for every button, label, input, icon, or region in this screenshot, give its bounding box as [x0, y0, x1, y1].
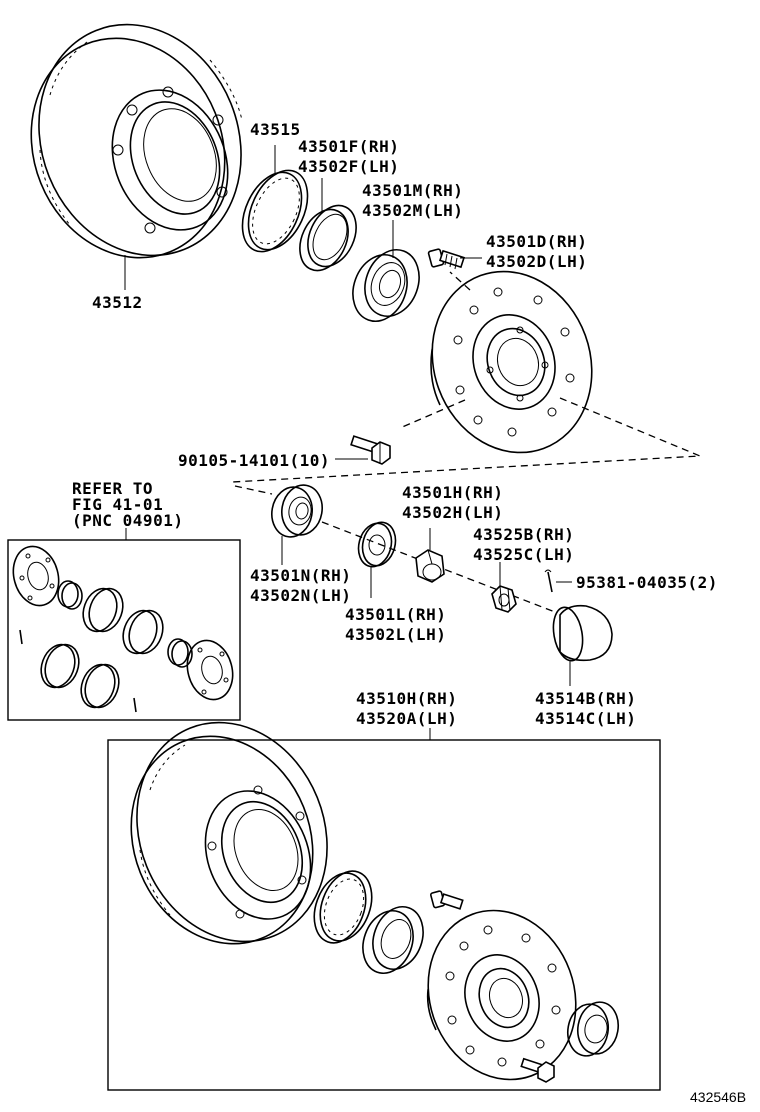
inner-bearing-bottom — [362, 906, 424, 974]
label-oil-seal: 43515 — [250, 120, 301, 139]
wheel-hub-top — [430, 270, 593, 454]
label-hub-bolt-lh: 43502D(LH) — [486, 252, 587, 271]
label-inner-bearing-lh: 43502M(LH) — [362, 201, 463, 220]
label-grease-cap-rh: 43514B(RH) — [535, 689, 636, 708]
label-cotter-pin: 95381-04035(2) — [576, 573, 718, 592]
brake-disc-top — [30, 23, 243, 259]
hub-nut — [415, 549, 445, 583]
label-hub-bolt-rh: 43501D(RH) — [486, 232, 587, 251]
label-washer-lh: 43502L(LH) — [345, 625, 446, 644]
label-grease-cap-lh: 43514C(LH) — [535, 709, 636, 728]
outer-bearing-bottom — [566, 1001, 620, 1057]
hex-bolt-bottom — [520, 1057, 555, 1083]
oil-seal — [241, 169, 309, 253]
label-nut-rh: 43501H(RH) — [402, 483, 503, 502]
assembly-axis-line — [231, 397, 701, 483]
refer-fig-label: FIG 41-01 — [72, 495, 163, 514]
label-disc: 43512 — [92, 293, 143, 312]
assembly-axis-line — [234, 485, 273, 495]
label-outer-race-lh: 43502F(LH) — [298, 157, 399, 176]
outer-bearing — [271, 484, 323, 538]
hub-bolt — [427, 248, 466, 270]
label-outer-bearing-rh: 43501N(RH) — [250, 566, 351, 585]
label-bolt: 90105-14101(10) — [178, 451, 330, 470]
grease-cap — [552, 604, 613, 662]
brake-disc-bottom — [130, 721, 328, 945]
label-lock-cap-lh: 43525C(LH) — [473, 545, 574, 564]
thrust-washer — [357, 521, 397, 568]
wheel-hub-bottom — [426, 909, 577, 1081]
inner-bearing — [352, 249, 420, 322]
oil-seal-bottom — [313, 870, 373, 944]
label-nut-lh: 43502H(LH) — [402, 503, 503, 522]
refer-pnc-label: (PNC 04901) — [72, 511, 183, 530]
bearing-outer-race — [299, 204, 357, 272]
label-outer-race-rh: 43501F(RH) — [298, 137, 399, 156]
label-hub-assy-lh: 43520A(LH) — [356, 709, 457, 728]
label-outer-bearing-lh: 43502N(LH) — [250, 586, 351, 605]
label-washer-rh: 43501L(RH) — [345, 605, 446, 624]
hex-bolt — [350, 435, 391, 465]
label-hub-assy-rh: 43510H(RH) — [356, 689, 457, 708]
figure-number: 432546B — [690, 1089, 746, 1105]
reference-box[interactable] — [7, 539, 241, 721]
cotter-pin — [544, 569, 553, 593]
hub-assembly-box[interactable] — [107, 739, 661, 1091]
hub-bolt-bottom — [430, 890, 464, 910]
label-inner-bearing-rh: 43501M(RH) — [362, 181, 463, 200]
label-lock-cap-rh: 43525B(RH) — [473, 525, 574, 544]
reference-parts-illustration — [12, 545, 234, 713]
assembly-axis-line — [449, 271, 471, 291]
lock-cap — [491, 585, 517, 613]
refer-to-label: REFER TO — [72, 479, 153, 498]
